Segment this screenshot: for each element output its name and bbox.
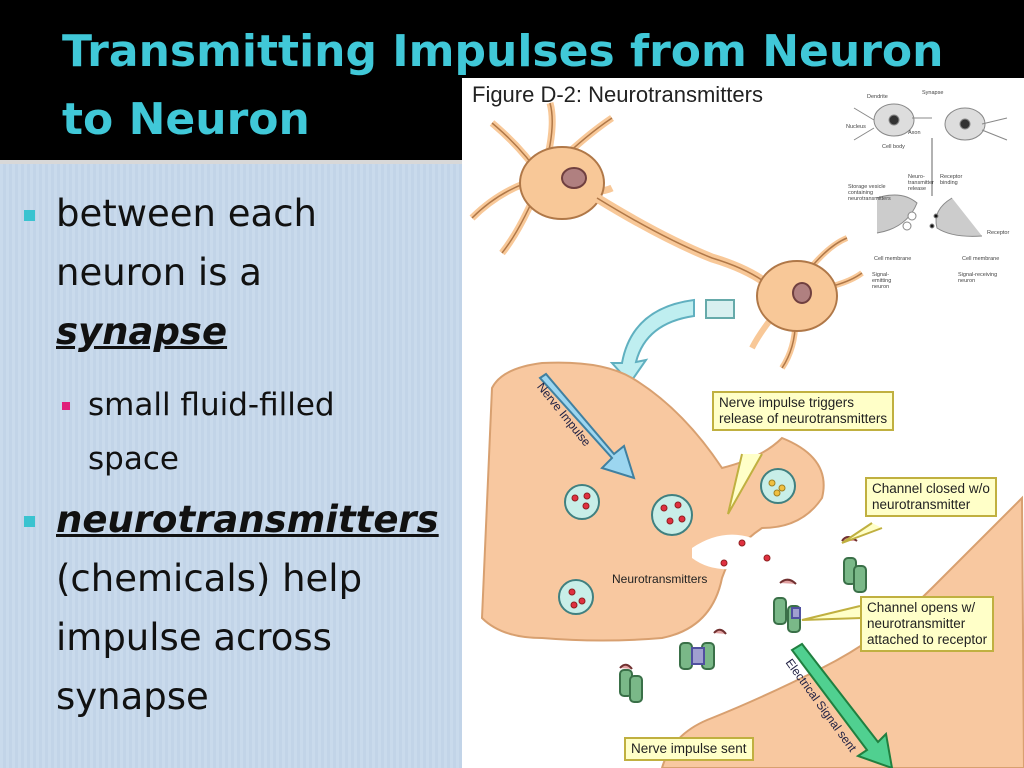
sub-bullet-line-2: space — [88, 441, 179, 477]
bullet-panel: between each neuron is a synapse small f… — [0, 164, 462, 768]
inset-label-cell-membrane-right: Cell membrane — [962, 256, 1000, 262]
bullet-1-line-2: neuron is a — [56, 251, 262, 294]
sub-bullet: small fluid-filled space — [88, 378, 335, 486]
upper-neuron — [469, 102, 786, 301]
callout-impulse-sent: Nerve impulse sent — [624, 737, 754, 761]
inset-label-dendrite: Dendrite — [867, 94, 888, 100]
callout-channel-opens: Channel opens w/ neurotransmitter attach… — [860, 596, 995, 652]
yellow-neurotransmitters — [768, 479, 786, 497]
inset-label-nucleus: Nucleus — [846, 124, 866, 130]
sub-bullet-marker — [62, 402, 70, 410]
inset-label-storage-vesicle: Storage vesicle containing neurotransmit… — [848, 184, 891, 202]
sub-bullet-line-1: small fluid-filled — [88, 387, 335, 423]
receptor-channels — [619, 536, 867, 703]
callout-pointers — [727, 453, 883, 621]
nerve-impulse-arrow — [538, 372, 636, 480]
inset-label-synapse: Synapse — [922, 90, 944, 96]
bullet-marker — [24, 516, 35, 527]
electrical-signal-arrow — [790, 642, 894, 768]
presynaptic-terminal — [480, 361, 825, 642]
inset-label-cell-membrane-left: Cell membrane — [874, 256, 912, 262]
figure-title: Figure D-2: Neurotransmitters — [472, 82, 763, 107]
inset-label-axon: Axon — [908, 130, 921, 136]
vesicles — [558, 468, 796, 615]
bullet-marker — [24, 210, 35, 221]
neurotransmitters-label: Neurotransmitters — [612, 572, 708, 586]
bullet-2-line-2: (chemicals) help — [56, 557, 363, 600]
callout-channel-closed: Channel closed w/o neurotransmitter — [865, 477, 997, 517]
slide-title: Transmitting Impulses from Neuron to Neu… — [62, 18, 992, 154]
bullet-1: between each neuron is a synapse — [56, 184, 317, 361]
postsynaptic-terminal — [660, 495, 1024, 768]
bullet-1-line-1: between each — [56, 192, 317, 235]
inset-label-cell-body: Cell body — [882, 144, 905, 150]
title-line-1: Transmitting Impulses from Neuron — [62, 26, 944, 77]
inset-label-neuro-release: Neuro- transmitter release — [908, 174, 934, 192]
title-line-2: to Neuron — [62, 94, 310, 145]
synapse-term: synapse — [56, 310, 228, 353]
inset-label-receptor: Receptor — [987, 230, 1010, 236]
bullet-2-line-3: impulse across — [56, 616, 332, 659]
lower-neuron — [705, 235, 864, 370]
title-divider — [0, 160, 462, 164]
bullet-2: neurotransmitters (chemicals) help impul… — [56, 490, 439, 726]
figure-illustration — [469, 102, 1024, 768]
neurotransmitter-dots — [568, 492, 771, 609]
inset-label-signal-receiving: Signal-receiving neuron — [958, 272, 998, 284]
neurotransmitter-figure: Figure D-2: Neurotransmitters Nerve Impu… — [462, 78, 1024, 768]
inset-label-receptor-binding: Receptor binding — [940, 174, 963, 186]
callout-triggers: Nerve impulse triggers release of neurot… — [712, 391, 895, 431]
neurotransmitters-term: neurotransmitters — [56, 498, 439, 541]
zoom-arrow — [609, 298, 695, 385]
inset-diagram — [853, 103, 1008, 237]
inset-label-signal-emitting: Signal-emitting neuron — [872, 272, 892, 290]
bullet-2-line-4: synapse — [56, 675, 209, 718]
